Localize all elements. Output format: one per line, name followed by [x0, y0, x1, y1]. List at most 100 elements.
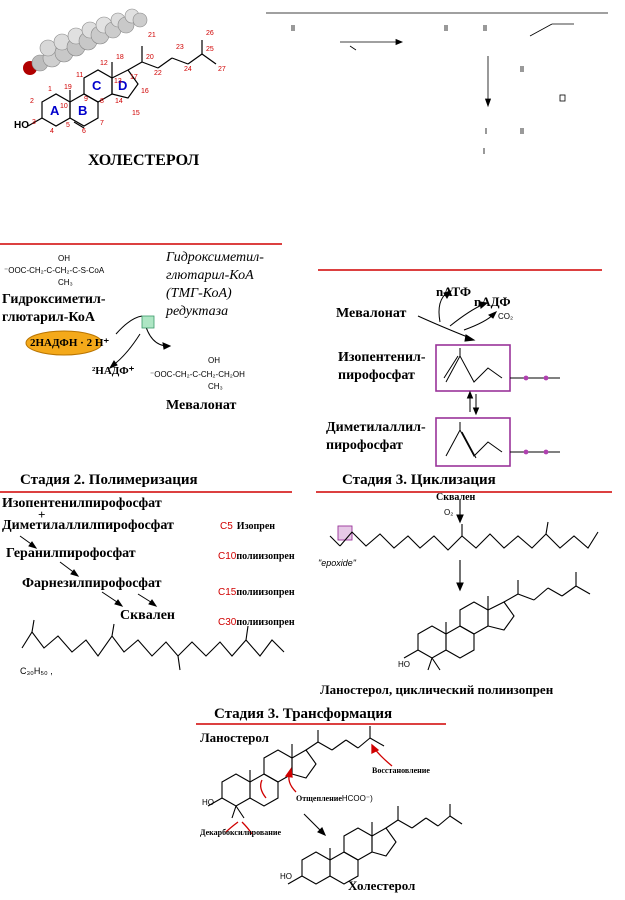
- ring-label-a: A: [50, 103, 60, 118]
- atom-number: 6: [82, 128, 86, 135]
- atom-number: 13: [114, 78, 122, 85]
- cholesterol-title: ХОЛЕСТЕРОЛ: [88, 152, 200, 169]
- squalene-formula: C₃₀H₅₀ ,: [20, 666, 53, 676]
- hmg-oh: OH: [58, 254, 70, 263]
- enzyme-line1: Гидроксиметил-: [166, 250, 264, 265]
- cholesterol-skeleton: [27, 40, 217, 129]
- stage1b-graphics: [417, 290, 560, 467]
- atom-number: 7: [100, 120, 104, 127]
- nadph-label: 2НАДФН · 2 Н⁺: [30, 337, 110, 349]
- stage2-plus: +: [38, 507, 46, 522]
- nadp-label: ²НАДФ⁺: [92, 365, 135, 377]
- c5-label: C5: [220, 521, 233, 532]
- mev-oh: OH: [208, 356, 220, 365]
- c15-label: C15: [218, 587, 237, 598]
- atom-number: 26: [206, 30, 214, 37]
- adp-label: nАДФ: [474, 294, 511, 309]
- stage3-cyc-title: Стадия 3. Циклизация: [342, 472, 496, 488]
- atom-number: 22: [154, 70, 162, 77]
- cyc-squalene: Сквален: [436, 492, 476, 503]
- space-filling-model: [23, 8, 148, 75]
- atom-number: 15: [132, 110, 140, 117]
- atp-label: nАТФ: [436, 284, 472, 299]
- dmapp-line2: пирофосфат: [326, 438, 403, 453]
- ring-label-d: D: [118, 78, 128, 93]
- c10-tag: C10полиизопрен: [218, 546, 295, 564]
- mevalonate-label: Мевалонат: [166, 398, 237, 413]
- transformation-red-arrows: [225, 743, 393, 835]
- stage2-dmapp: Диметилаллилпирофосфат: [2, 518, 174, 533]
- ring-label-b: B: [78, 103, 88, 118]
- c30-tag: C30полиизопрен: [218, 612, 295, 630]
- stage2-title: Стадия 2. Полимеризация: [20, 472, 198, 488]
- c10-label: C10: [218, 551, 237, 562]
- co2-label: CO₂: [498, 312, 514, 321]
- trans-cholesterol: Холестерол: [348, 878, 416, 893]
- atom-number: 12: [100, 60, 108, 67]
- atom-number: 4: [50, 128, 54, 135]
- ring-label-c: C: [92, 78, 102, 93]
- hmg-formula: ⁻OOC-CH₂-C-CH₂-C-S-CoA: [4, 266, 105, 275]
- cleavage-tag: ОтщеплениеHCOO⁻): [296, 788, 373, 806]
- atom-number: 2: [30, 98, 34, 105]
- mev-ch3: CH₃: [208, 382, 223, 391]
- atom-number: 25: [206, 46, 214, 53]
- top-right-fragment: [266, 12, 608, 154]
- hmg-ch3: CH₃: [58, 278, 73, 287]
- trans-lanosterol: Ланостерол: [200, 730, 269, 745]
- atom-number: 10: [60, 103, 68, 110]
- decarbox-label: Декарбоксилирование: [200, 828, 281, 837]
- c10-text: полиизопрен: [236, 551, 295, 562]
- stage2-arrows: [19, 535, 158, 607]
- atom-number: 18: [116, 54, 124, 61]
- cyclization-graphics: [329, 500, 599, 671]
- c30-text: полиизопрен: [236, 617, 295, 628]
- squalene-chain: [21, 619, 285, 671]
- lanosterol-ho: HO: [398, 660, 410, 669]
- hcoo-label: HCOO⁻): [341, 794, 373, 803]
- atom-number: 27: [218, 66, 226, 73]
- mevalonate-label-2: Мевалонат: [336, 306, 407, 321]
- cleavage-label: Отщепление: [296, 794, 342, 803]
- atom-number: 11: [76, 72, 84, 79]
- dmapp-line1: Диметилаллил-: [326, 420, 426, 435]
- ipp-line1: Изопентенил-: [338, 350, 426, 365]
- atom-number: 8: [100, 98, 104, 105]
- stage1-arrows: [108, 315, 172, 370]
- hmg-name-line1: Гидроксиметил-: [2, 292, 106, 307]
- atom-number: 1: [48, 86, 52, 93]
- stage3-trans-title: Стадия 3. Трансформация: [214, 706, 393, 722]
- nadph-ellipse: [25, 330, 103, 356]
- stage2-squalene: Сквален: [120, 608, 175, 623]
- stage2-farnesyl: Фарнезилпирофосфат: [22, 576, 162, 591]
- c15-tag: C15полиизопрен: [218, 582, 295, 600]
- atom-number: 14: [115, 98, 123, 105]
- atom-number: 3: [32, 119, 36, 126]
- pyrophosphate-marks: [523, 375, 549, 455]
- c5-tag: C5 Изопрен: [220, 516, 275, 534]
- atom-number: 24: [184, 66, 192, 73]
- enzyme-line2: глютарил-КоА: [166, 268, 254, 283]
- atom-number: 23: [176, 44, 184, 51]
- epoxide-label: "epoxide": [318, 558, 356, 568]
- enzyme-line4: редуктаза: [166, 304, 229, 319]
- transformation-graphics: [207, 726, 463, 885]
- cholesterol-ho: HO: [14, 120, 29, 131]
- trans-ho-2: HO: [280, 872, 292, 881]
- atom-number: 5: [66, 122, 70, 129]
- c30-label: C30: [218, 617, 237, 628]
- reduction-label: Восстановление: [372, 766, 430, 775]
- atom-number: 21: [148, 32, 156, 39]
- stage2-ipp: Изопентенилпирофосфат: [2, 496, 162, 511]
- mev-formula: ⁻OOC-CH₂-C-CH₂-CH₂OH: [150, 370, 245, 379]
- trans-ho-1: HO: [202, 798, 214, 807]
- ipp-line2: пирофосфат: [338, 368, 415, 383]
- enzyme-line3: (ТМГ-КоА): [166, 286, 232, 301]
- lanosterol-caption: Ланостерол, циклический полиизопрен: [320, 682, 554, 697]
- atom-number: 17: [130, 74, 138, 81]
- atom-number: 19: [64, 84, 72, 91]
- atom-number: 9: [84, 96, 88, 103]
- atom-number: 20: [146, 54, 154, 61]
- o2-label: O₂: [444, 508, 454, 517]
